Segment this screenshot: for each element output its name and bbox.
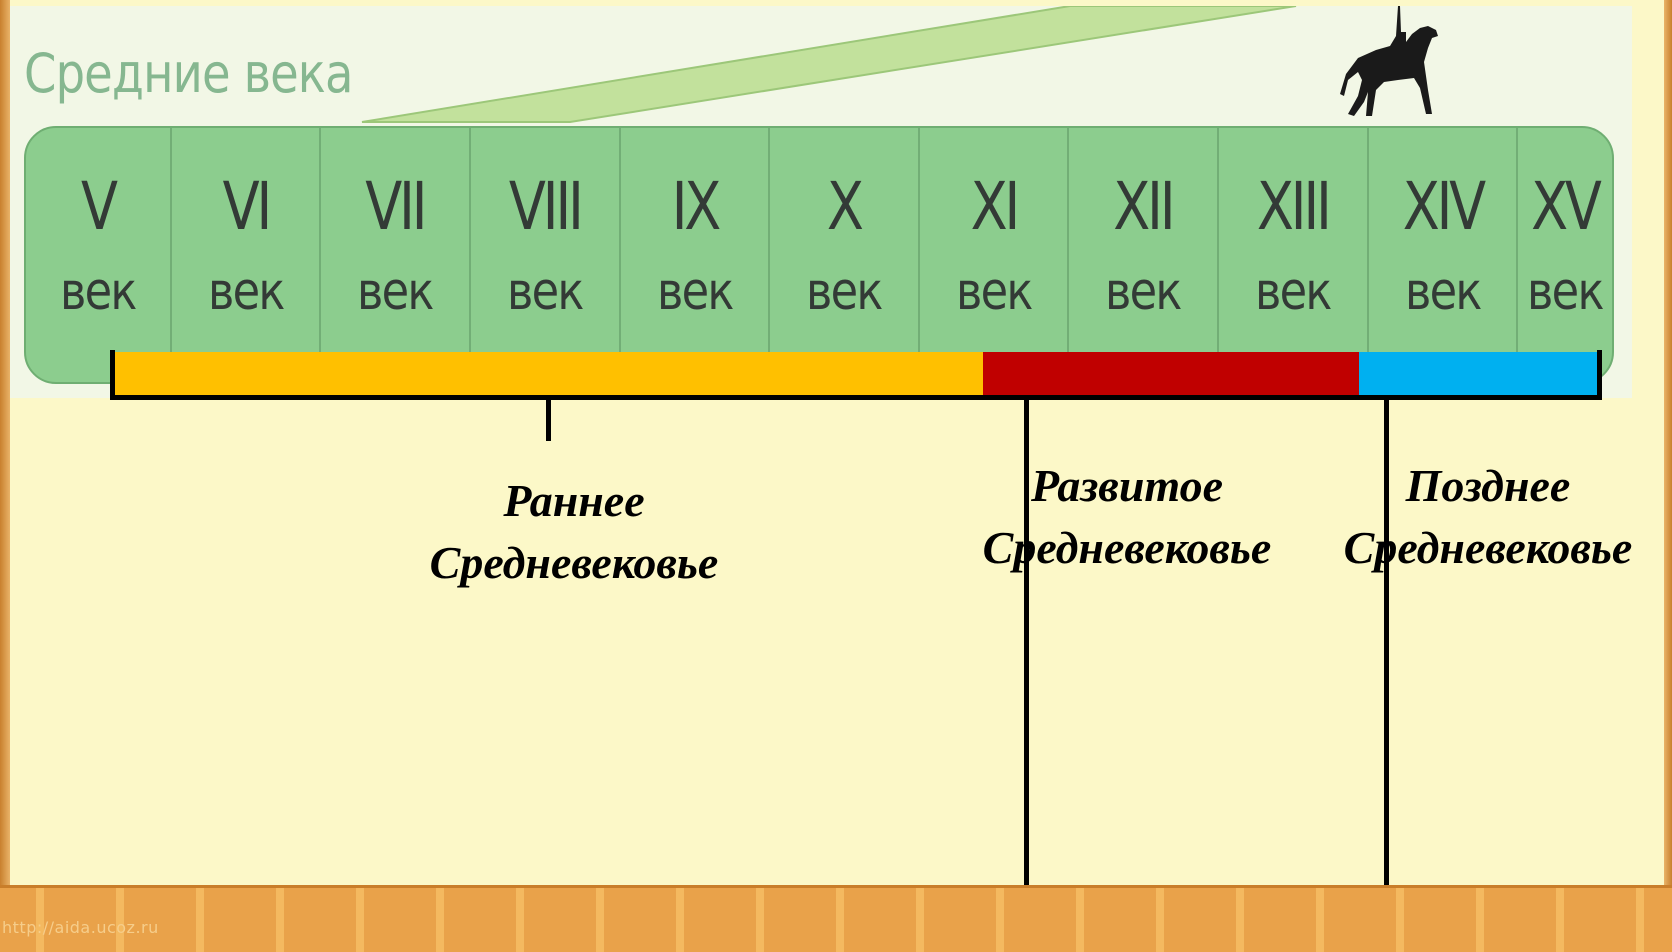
century-word: век xyxy=(1254,262,1332,322)
high-period-label: Развитое Средневековье xyxy=(955,455,1299,579)
century-numeral: XII xyxy=(1113,168,1176,245)
century-word: век xyxy=(59,262,137,322)
century-numeral: VII xyxy=(365,168,428,245)
century-word: век xyxy=(1105,262,1182,322)
century-numeral: V xyxy=(80,168,118,245)
century-cell: XV век xyxy=(1518,128,1612,382)
century-cell: XI век xyxy=(920,128,1070,382)
diagonal-band xyxy=(361,6,1297,123)
century-cell: XIII век xyxy=(1219,128,1369,382)
high-period-bar xyxy=(983,352,1359,396)
late-period-label-line1: Позднее xyxy=(1405,460,1571,511)
century-word: век xyxy=(806,262,883,322)
section-title: Средние века xyxy=(24,42,353,105)
late-period-label-line2: Средневековье xyxy=(1343,522,1633,573)
late-period-label: Позднее Средневековье xyxy=(1318,455,1658,579)
century-numeral: XIII xyxy=(1256,168,1332,245)
century-word: век xyxy=(1527,262,1604,322)
century-cell: VI век xyxy=(172,128,322,382)
century-cell: VIII век xyxy=(471,128,621,382)
century-cell: XII век xyxy=(1069,128,1220,382)
early-period-bar xyxy=(110,352,983,396)
century-numeral: X xyxy=(827,168,864,245)
early-period-label: Раннее Средневековье xyxy=(400,470,748,594)
late-period-bar xyxy=(1359,352,1602,396)
century-cell: IX век xyxy=(621,128,771,382)
century-numeral: VIII xyxy=(508,168,584,245)
timeline-bracket xyxy=(110,350,1602,400)
century-word: век xyxy=(955,262,1033,322)
bottom-decor-strip xyxy=(0,885,1672,952)
century-numeral: VI xyxy=(222,168,272,245)
early-period-pointer xyxy=(546,396,551,441)
slide-frame-right xyxy=(1664,0,1672,952)
watermark-url: http://aida.ucoz.ru xyxy=(2,918,159,937)
high-period-label-line2: Средневековье xyxy=(982,522,1272,573)
century-word: век xyxy=(357,262,434,322)
early-period-label-line2: Средневековье xyxy=(429,537,719,588)
century-numeral: IX xyxy=(671,168,721,245)
century-numeral: XI xyxy=(970,168,1020,245)
century-word: век xyxy=(207,262,285,322)
century-word: век xyxy=(1404,262,1482,322)
early-period-label-line1: Раннее xyxy=(503,475,645,526)
high-period-label-line1: Развитое xyxy=(1030,460,1224,511)
horse-rider-icon xyxy=(1340,6,1438,116)
high-period-pointer xyxy=(1024,396,1029,952)
century-word: век xyxy=(656,262,733,322)
century-cell: XIV век xyxy=(1369,128,1519,382)
late-period-pointer xyxy=(1384,396,1389,952)
slide-frame-left xyxy=(0,0,10,952)
century-word: век xyxy=(506,262,584,322)
century-numeral: XIV xyxy=(1402,168,1485,245)
century-cell: VII век xyxy=(321,128,471,382)
century-numeral: XV xyxy=(1531,168,1602,245)
